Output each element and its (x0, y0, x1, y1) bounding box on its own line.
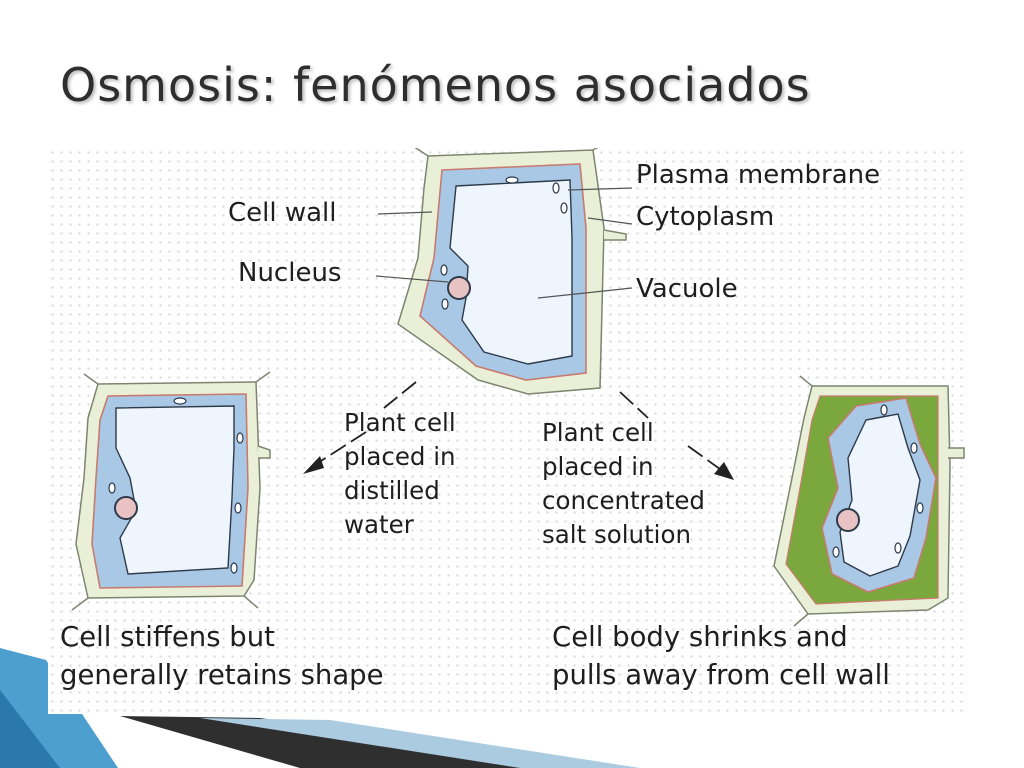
caption-line: generally retains shape (60, 659, 384, 691)
leader-lines (375, 187, 633, 299)
right-plant-cell (773, 375, 965, 627)
arrow-to-salt (619, 391, 734, 480)
slide-title: Osmosis: fenómenos asociados (60, 58, 811, 112)
caption-line: Cell stiffens but (60, 621, 275, 653)
vacuole-label: Vacuole (636, 274, 738, 304)
right-nucleus (836, 508, 860, 532)
condition-line: concentrated (542, 486, 705, 515)
salt-solution-result-caption: Cell body shrinks and pulls away from ce… (552, 618, 890, 694)
caption-line: Cell body shrinks and (552, 621, 848, 653)
right-vacuole (839, 413, 921, 577)
condition-line: placed in (542, 452, 654, 481)
condition-line: water (344, 510, 414, 539)
cytoplasm-label: Cytoplasm (636, 202, 775, 232)
caption-line: pulls away from cell wall (552, 659, 890, 691)
top-nucleus (447, 276, 471, 300)
salt-solution-condition: Plant cell placed in concentrated salt s… (542, 416, 705, 552)
left-vacuole (115, 405, 235, 575)
left-nucleus (114, 496, 138, 520)
top-plant-cell (397, 148, 627, 395)
condition-line: distilled (344, 476, 440, 505)
distilled-water-result-caption: Cell stiffens but generally retains shap… (60, 618, 384, 694)
osmosis-diagram: Plasma membrane Cytoplasm Vacuole Cell w… (48, 148, 968, 714)
distilled-water-condition: Plant cell placed in distilled water (344, 406, 456, 542)
arrow-to-distilled (303, 381, 417, 474)
top-vacuole (449, 179, 573, 365)
condition-line: Plant cell (542, 418, 654, 447)
cell-wall-label: Cell wall (228, 198, 337, 228)
cell-illustrations (71, 148, 965, 627)
condition-line: Plant cell (344, 408, 456, 437)
condition-line: placed in (344, 442, 456, 471)
condition-line: salt solution (542, 520, 691, 549)
plasma-membrane-label: Plasma membrane (636, 160, 881, 190)
nucleus-label: Nucleus (238, 258, 342, 288)
left-plant-cell (71, 371, 271, 611)
